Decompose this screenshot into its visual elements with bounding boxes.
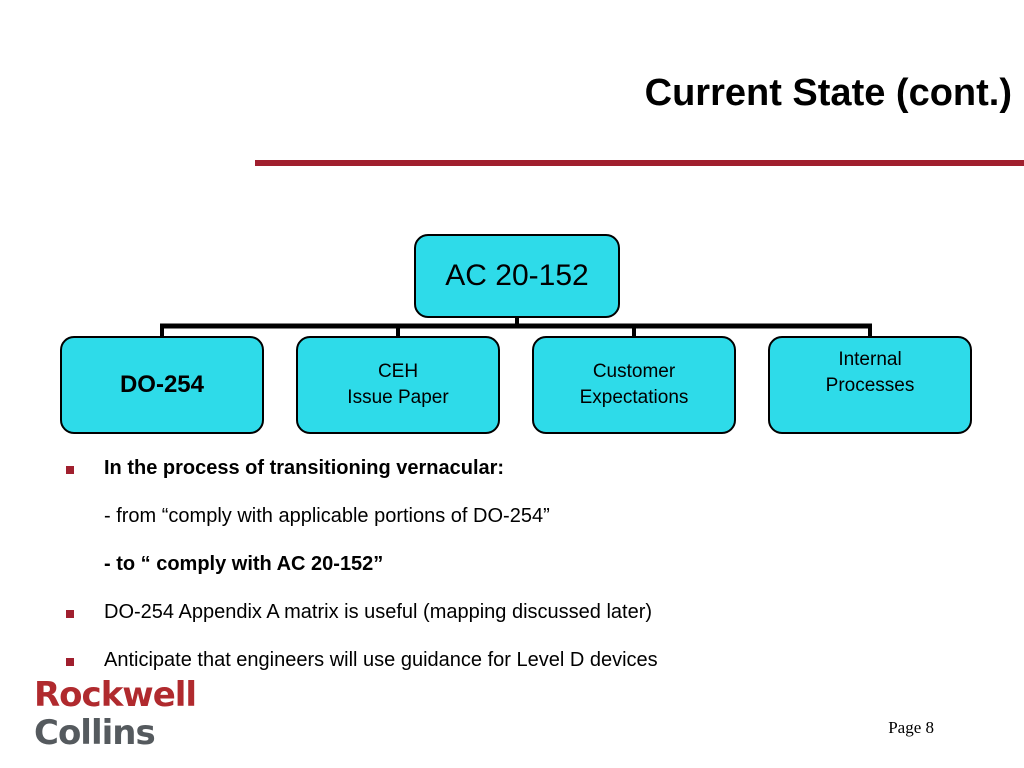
box-label-line: Processes: [825, 375, 915, 396]
diagram-box-ac-20-152: AC 20-152: [414, 234, 620, 318]
box-label-line: DO-254: [119, 370, 205, 398]
bullet-text: Anticipate that engineers will use guida…: [104, 649, 658, 671]
sub-bullet-text: - from “comply with applicable portions …: [104, 505, 550, 527]
box-label-line: Customer: [592, 361, 676, 383]
logo-line: Rockwell: [34, 675, 197, 715]
box-label-line: CEH: [377, 361, 419, 383]
bullet-marker-icon: [66, 610, 74, 618]
diagram-box-internal-processes: Internal Processes: [768, 336, 972, 434]
page-number: Page 8: [888, 718, 934, 737]
box-label-line: Internal: [838, 349, 902, 371]
box-label-line: Expectations: [579, 387, 689, 408]
rockwell-collins-logo: Rockwell Collins: [34, 676, 244, 756]
logo-line: Collins: [34, 713, 156, 753]
diagram-box-ceh-issue-paper: CEH Issue Paper: [296, 336, 500, 434]
title-underline: [255, 160, 1024, 166]
sub-bullet-text: - to “ comply with AC 20-152”: [104, 553, 384, 575]
page-title: Current State (cont.): [644, 72, 1012, 114]
bullet-marker-icon: [66, 658, 74, 666]
box-label-line: Issue Paper: [347, 387, 449, 408]
diagram-box-customer-expectations: Customer Expectations: [532, 336, 736, 434]
bullet-text: In the process of transitioning vernacul…: [104, 457, 505, 479]
diagram-box-do-254: DO-254: [60, 336, 264, 434]
bullet-marker-icon: [66, 466, 74, 474]
bullet-text: DO-254 Appendix A matrix is useful (mapp…: [104, 601, 653, 623]
box-label-line: AC 20-152: [445, 259, 589, 292]
